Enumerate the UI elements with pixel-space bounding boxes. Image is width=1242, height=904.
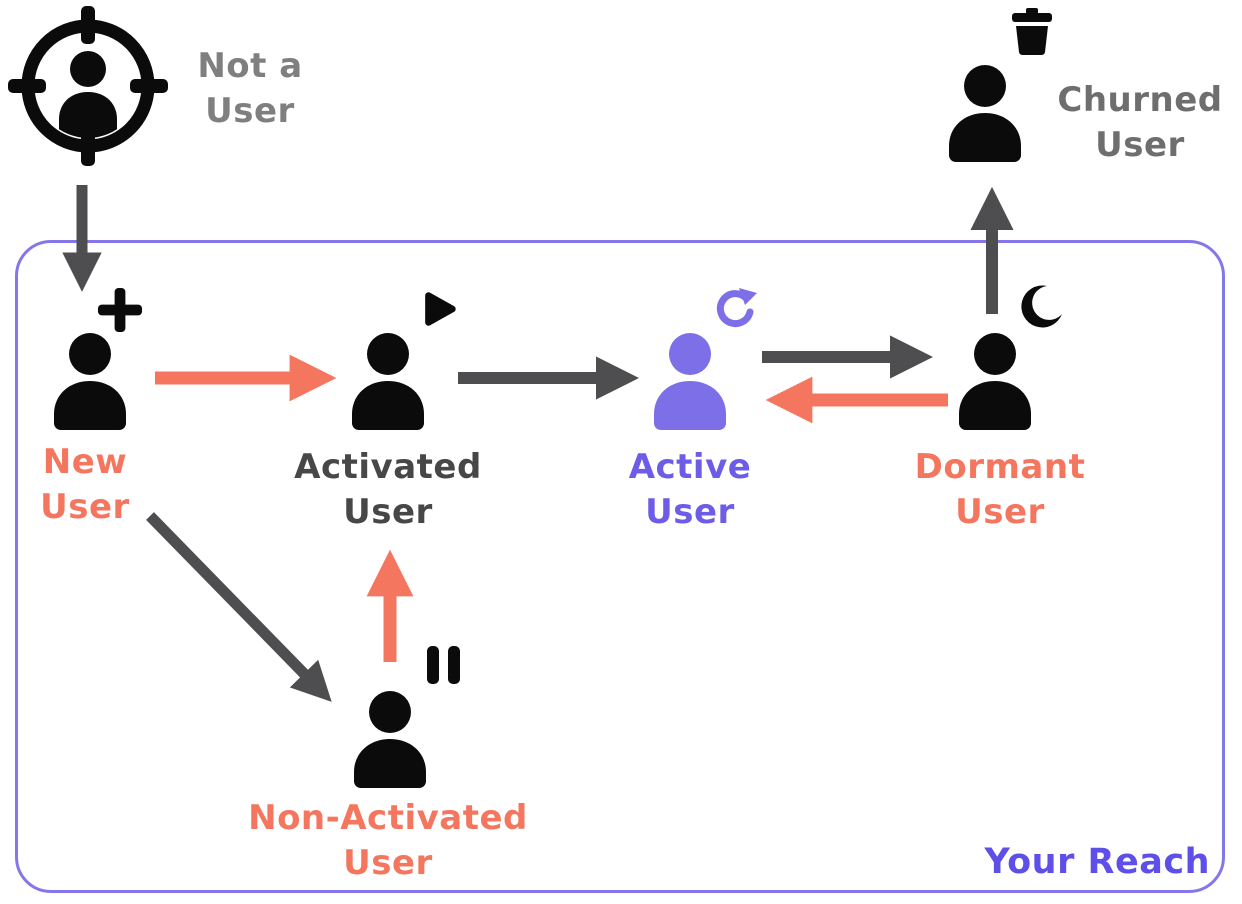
play-icon	[418, 288, 460, 330]
dormant-user-label-line1: Dormant	[914, 447, 1086, 487]
active-user-label: Active User	[610, 445, 770, 535]
not-a-user-label-line1: Not a	[197, 46, 303, 86]
new-user-label-line1: New	[42, 442, 128, 482]
user-icon	[352, 333, 424, 430]
new-user-label-line2: User	[40, 486, 130, 527]
pause-icon	[420, 642, 466, 688]
activated-user-label-line1: Activated	[294, 447, 482, 487]
activated-user-label: Activated User	[288, 445, 488, 535]
non-activated-user-label: Non-Activated User	[238, 796, 538, 886]
dormant-user-node	[945, 330, 1045, 430]
user-icon	[959, 333, 1031, 430]
activated-user-label-line2: User	[343, 491, 433, 532]
activated-user-node	[338, 330, 438, 430]
not-a-user-label: Not a User	[180, 44, 320, 134]
user-icon	[654, 333, 726, 430]
your-reach-boundary	[15, 240, 1225, 893]
user-icon	[54, 333, 126, 430]
churned-user-label-line2: User	[1095, 124, 1185, 165]
churned-user-label-line1: Churned	[1057, 80, 1223, 120]
new-user-label: New User	[25, 440, 145, 530]
your-reach-label: Your Reach	[984, 842, 1210, 882]
churned-user-node	[935, 62, 1035, 162]
not-a-user-label-line2: User	[205, 90, 295, 131]
target-user-icon	[8, 6, 168, 166]
plus-icon	[96, 286, 144, 334]
active-user-label-line1: Active	[628, 447, 752, 487]
trash-icon	[1008, 8, 1056, 56]
not-a-user-node	[8, 6, 168, 166]
non-activated-user-node	[340, 688, 440, 788]
non-activated-user-label-line2: User	[343, 842, 433, 883]
refresh-icon	[712, 286, 758, 332]
moon-icon	[1018, 284, 1064, 330]
active-user-node	[640, 330, 740, 430]
active-user-label-line2: User	[645, 491, 735, 532]
user-icon	[949, 65, 1021, 162]
non-activated-user-label-line1: Non-Activated	[248, 798, 528, 838]
churned-user-label: Churned User	[1055, 78, 1225, 168]
dormant-user-label-line2: User	[955, 491, 1045, 532]
dormant-user-label: Dormant User	[905, 445, 1095, 535]
new-user-node	[40, 330, 140, 430]
user-icon	[354, 691, 426, 788]
